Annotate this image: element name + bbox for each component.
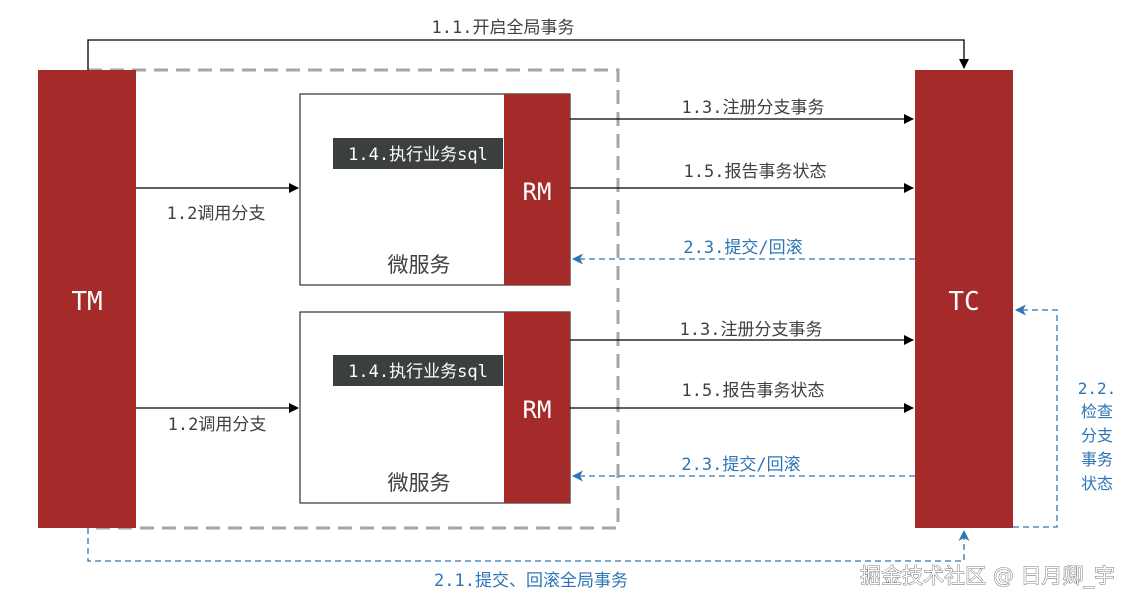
start-global-tx-label: 1.1.开启全局事务 [432, 18, 575, 38]
commit-rollback-label: 2.3.提交/回滚 [681, 455, 800, 475]
tm-label: TM [71, 287, 102, 317]
tc-block [915, 70, 1013, 528]
tc-label: TC [948, 287, 979, 317]
exec-sql-label: 1.4.执行业务sql [348, 362, 488, 382]
microservice-name: 微服务 [388, 253, 451, 277]
rm-block [504, 312, 570, 503]
exec-sql-label: 1.4.执行业务sql [348, 145, 488, 165]
check-branch-status-label-2: 检查 [1081, 402, 1113, 421]
rm-label: RM [523, 396, 552, 424]
report-status-label: 1.5.报告事务状态 [684, 162, 827, 182]
commit-global-tx-arrow [87, 528, 970, 562]
commit-global-tx-label: 2.1.提交、回滚全局事务 [434, 571, 628, 591]
call-branch-label: 1.2调用分支 [167, 204, 266, 224]
exec-sql-label-bg [333, 355, 503, 386]
tm-block [38, 70, 136, 528]
check-branch-status-label-3: 分支 [1081, 426, 1113, 445]
check-branch-status-label-bg [1068, 375, 1128, 495]
register-branch-label: 1.3.注册分支事务 [682, 98, 825, 118]
commit-rollback-label: 2.3.提交/回滚 [683, 238, 802, 258]
rm-label: RM [523, 178, 552, 206]
exec-sql-label-bg [333, 138, 503, 169]
check-branch-status-label-4: 事务 [1081, 450, 1113, 469]
register-branch-label: 1.3.注册分支事务 [680, 320, 823, 340]
watermark: 掘金技术社区 @ 日月卿_宇 [860, 564, 1115, 589]
microservice-name: 微服务 [388, 471, 451, 495]
check-branch-status-arrow [1013, 304, 1058, 528]
check-branch-status-label-5: 状态 [1081, 474, 1113, 493]
rm-block [504, 94, 570, 285]
call-branch-label: 1.2调用分支 [168, 415, 267, 435]
check-branch-status-label-1: 2.2. [1078, 379, 1117, 398]
report-status-label: 1.5.报告事务状态 [682, 381, 825, 401]
start-global-tx-arrow [87, 39, 969, 70]
